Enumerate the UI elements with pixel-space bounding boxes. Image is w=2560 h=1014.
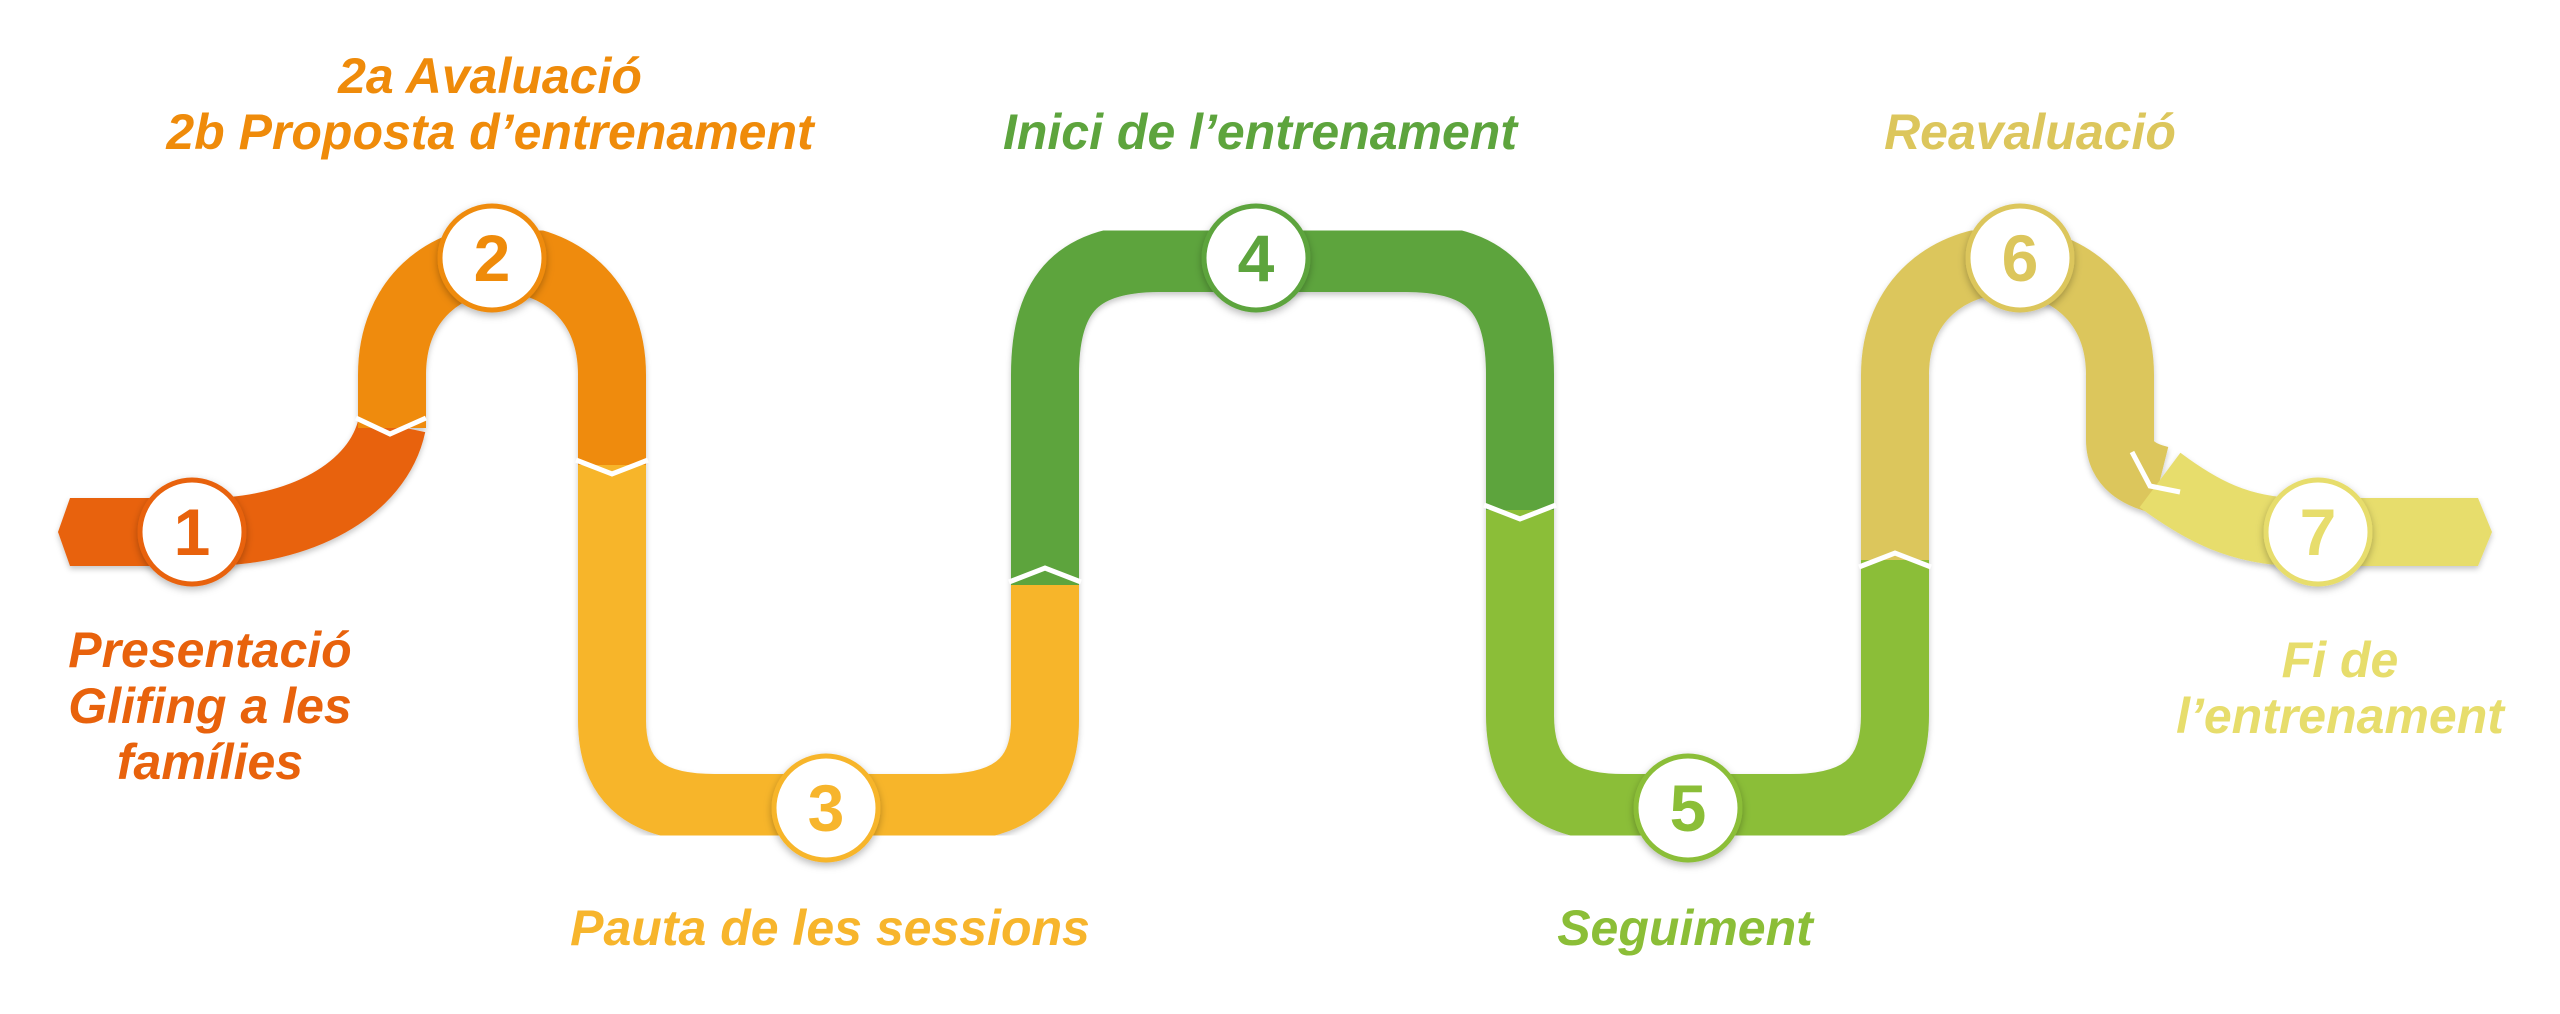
step-5-number: 5: [1670, 771, 1707, 845]
step-1-circle: [137, 477, 247, 587]
step-7-label-line-2: l’entrenament: [2176, 688, 2504, 744]
step-4-number: 4: [1238, 221, 1275, 295]
step-7-number: 7: [2300, 495, 2337, 569]
step-6-label-text: Reavaluació: [1884, 104, 2176, 160]
step-2-label-line-2: 2b Proposta d’entrenament: [166, 104, 814, 160]
step-4-marker: 4: [1201, 203, 1311, 313]
step-3-marker: 3: [771, 753, 881, 863]
step-7-label: Fi de l’entrenament: [2160, 632, 2520, 744]
step-3-label: Pauta de les sessions: [520, 900, 1140, 956]
step-7-label-line-1: Fi de: [2281, 632, 2399, 688]
step-4-label: Inici de l’entrenament: [960, 104, 1560, 160]
step-2-marker: 2: [437, 203, 547, 313]
path-segment-4: [1011, 224, 1554, 585]
step-1-label: Presentació Glifing a les famílies: [60, 622, 360, 790]
step-5-circle: [1633, 753, 1743, 863]
step-6-circle: [1965, 203, 2075, 313]
step-1-number: 1: [174, 495, 211, 569]
step-2-number: 2: [474, 221, 511, 295]
path-start-arrow-tail: [58, 498, 82, 566]
step-6-number: 6: [2002, 221, 2039, 295]
separator-4-5: [1483, 502, 1557, 522]
step-2-circle: [437, 203, 547, 313]
step-7-marker: 7: [2263, 477, 2373, 587]
step-6-label: Reavaluació: [1860, 104, 2200, 160]
separator-1-2: [354, 415, 428, 437]
step-2-label-line-1: 2a Avaluació: [338, 48, 642, 104]
step-5-label-text: Seguiment: [1557, 900, 1813, 956]
path-segment-6: [1861, 226, 2170, 560]
step-1-label-line-2: Glifing a les: [68, 678, 352, 734]
step-2-label: 2a Avaluació 2b Proposta d’entrenament: [140, 48, 840, 160]
separator-2-3: [575, 457, 649, 477]
step-5-marker: 5: [1633, 753, 1743, 863]
separator-5-6: [1858, 550, 1932, 570]
path-end-arrow-head: [2465, 498, 2492, 566]
step-1-label-line-3: famílies: [116, 734, 304, 790]
step-4-label-text: Inici de l’entrenament: [1002, 104, 1517, 160]
step-7-circle: [2263, 477, 2373, 587]
step-1-label-line-1: Presentació: [68, 622, 352, 678]
step-4-circle: [1201, 203, 1311, 313]
separator-6-7: [2129, 450, 2181, 495]
step-1-marker: 1: [137, 477, 247, 587]
step-3-circle: [771, 753, 881, 863]
step-3-number: 3: [808, 771, 845, 845]
step-6-marker: 6: [1965, 203, 2075, 313]
step-3-label-text: Pauta de les sessions: [570, 900, 1090, 956]
separator-3-4: [1008, 565, 1082, 585]
step-5-label: Seguiment: [1520, 900, 1850, 956]
